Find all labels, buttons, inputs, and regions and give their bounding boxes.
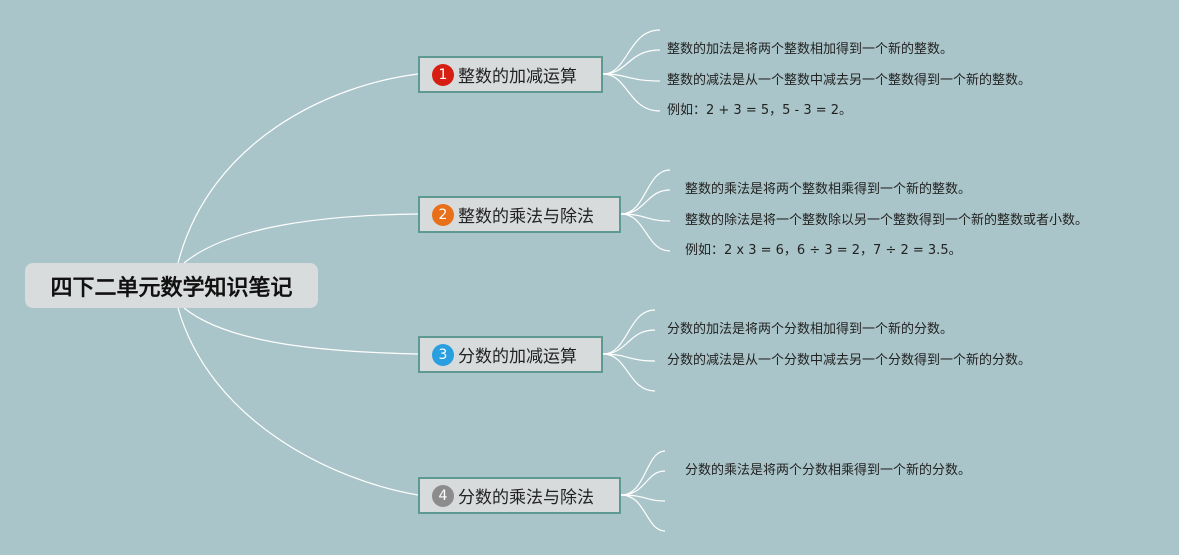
root-topic[interactable]: 四下二单元数学知识笔记	[25, 263, 318, 308]
note-branch-4-3	[620, 494, 666, 532]
topic-4[interactable]: 4 分数的乘法与除法	[418, 477, 621, 514]
topic-label: 整数的乘法与除法	[458, 207, 594, 227]
note-branch-1-mid	[602, 49, 661, 75]
topic-number-badge: 1	[432, 63, 454, 86]
note-item[interactable]: 整数的减法是从一个整数中减去另一个整数得到一个新的整数。	[667, 73, 1032, 88]
note-item[interactable]: 分数的减法是从一个分数中减去另一个分数得到一个新的分数。	[667, 353, 1032, 368]
topic-2[interactable]: 2 整数的乘法与除法	[418, 196, 621, 233]
root-topic-label: 四下二单元数学知识笔记	[50, 275, 293, 301]
topic-label: 分数的加减运算	[458, 347, 577, 367]
root-branch-4	[177, 307, 419, 496]
note-branch-1-3	[602, 73, 661, 112]
topic-number-badge: 4	[432, 484, 454, 507]
note-item[interactable]: 整数的除法是将一个整数除以另一个整数得到一个新的整数或者小数。	[685, 213, 1089, 228]
note-branch-4-mid	[620, 470, 666, 496]
note-branch-2-mid	[620, 189, 671, 215]
note-branch-1-1	[602, 29, 661, 75]
note-item[interactable]: 分数的乘法是将两个分数相乘得到一个新的分数。	[685, 463, 972, 478]
topic-number-badge: 3	[432, 343, 454, 366]
root-branch-2	[183, 213, 419, 264]
note-branch-3-3	[602, 353, 656, 392]
note-branch-1-2	[602, 73, 661, 82]
note-branch-4-1	[620, 450, 666, 496]
note-item[interactable]: 例如：2 + 3 = 5，5 - 3 = 2。	[667, 103, 853, 118]
note-item[interactable]: 例如：2 x 3 = 6，6 ÷ 3 = 2，7 ÷ 2 = 3.5。	[685, 243, 962, 258]
topic-number-badge: 2	[432, 203, 454, 226]
topic-label: 分数的乘法与除法	[458, 488, 594, 508]
topic-label: 整数的加减运算	[458, 67, 577, 87]
note-branch-3-mid	[602, 329, 656, 355]
note-item[interactable]: 分数的加法是将两个分数相加得到一个新的分数。	[667, 322, 954, 337]
topic-3[interactable]: 3 分数的加减运算	[418, 336, 603, 373]
root-branch-3	[183, 307, 419, 355]
note-item[interactable]: 整数的加法是将两个整数相加得到一个新的整数。	[667, 42, 954, 57]
topic-1[interactable]: 1 整数的加减运算	[418, 56, 603, 93]
note-branch-2-3	[620, 213, 671, 252]
note-branch-3-1	[602, 309, 656, 355]
note-branch-2-1	[620, 169, 671, 215]
root-branch-1	[177, 73, 419, 264]
note-item[interactable]: 整数的乘法是将两个整数相乘得到一个新的整数。	[685, 182, 972, 197]
